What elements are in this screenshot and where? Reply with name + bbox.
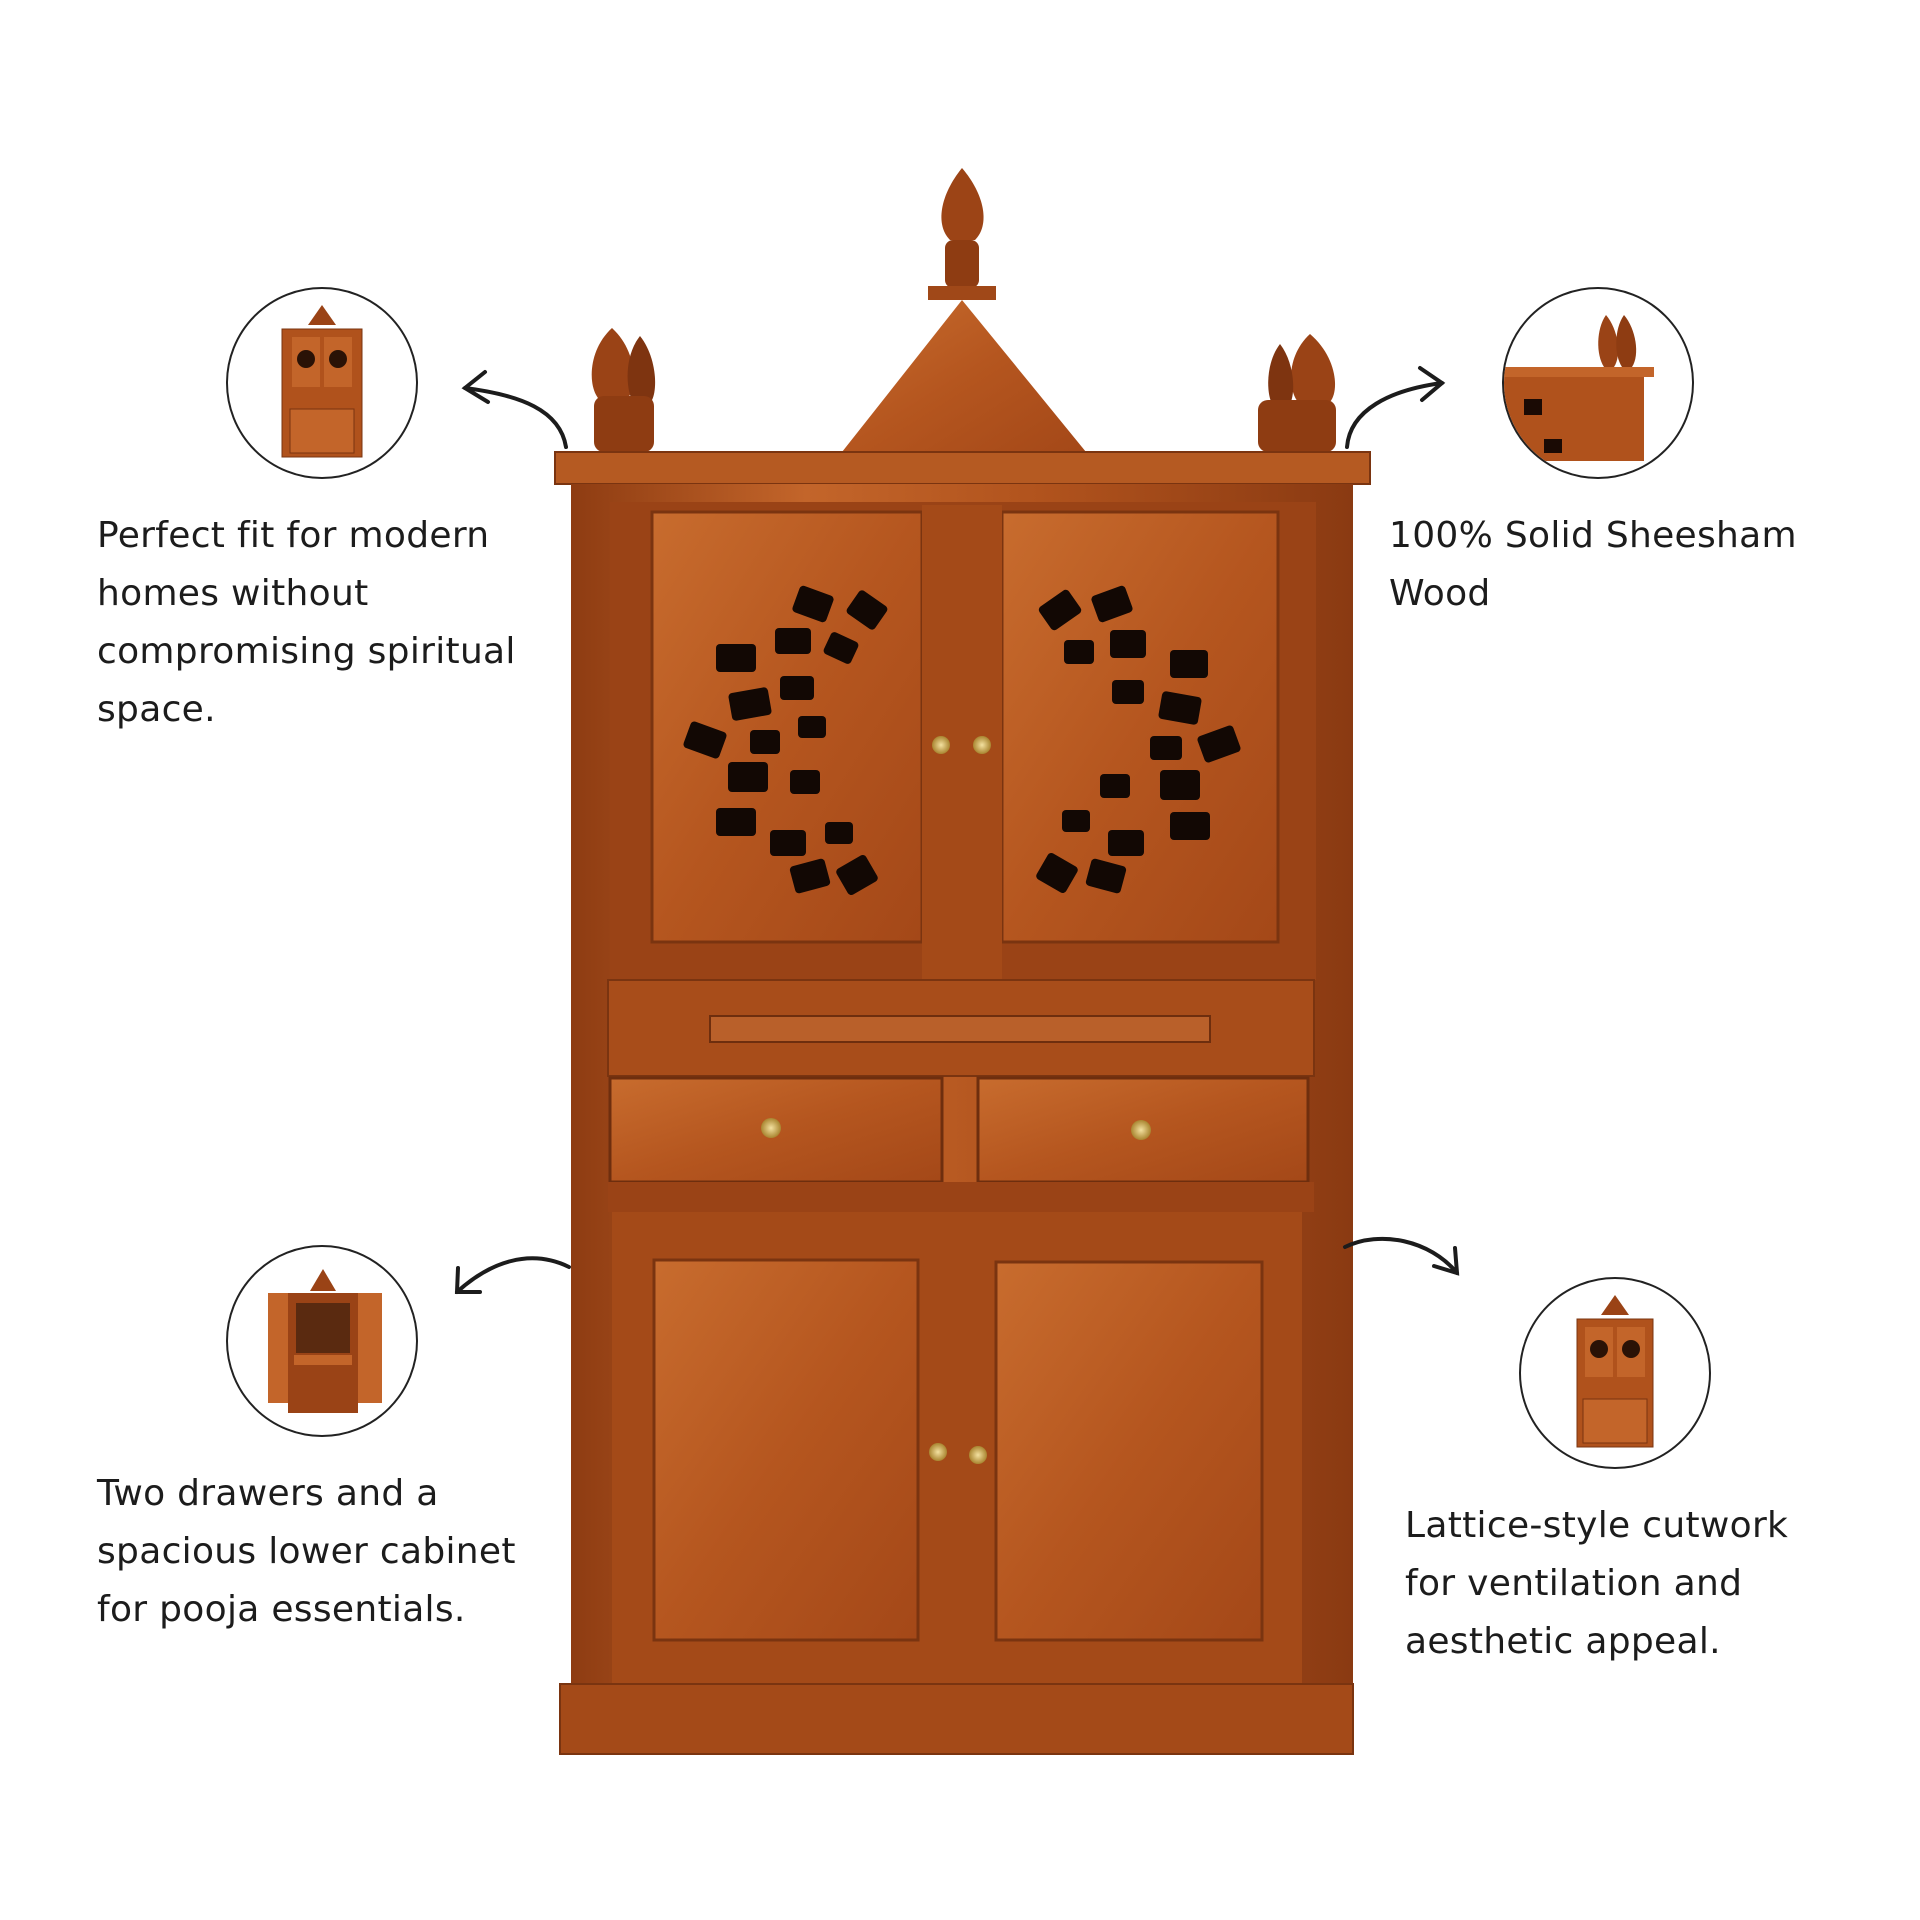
feature-line: aesthetic appeal. — [1405, 1621, 1721, 1662]
top-finial — [842, 168, 1086, 452]
arrow-bottom-left-icon — [454, 1256, 571, 1294]
cabinet-corner-closeup-thumbnail-icon — [1502, 287, 1694, 479]
feature-text-modern-homes: Perfect fit for modern homes without com… — [97, 507, 516, 739]
feature-line: 100% Solid Sheesham — [1389, 515, 1797, 556]
feature-line: Lattice-style cutwork — [1405, 1505, 1789, 1546]
feature-line: for pooja essentials. — [97, 1589, 466, 1630]
feature-text-lattice: Lattice-style cutwork for ventilation an… — [1405, 1497, 1788, 1671]
feature-line: spacious lower cabinet — [97, 1531, 516, 1572]
feature-line: Two drawers and a — [97, 1473, 439, 1514]
cabinet-open-doors-thumbnail-icon — [226, 1245, 418, 1437]
feature-line: for ventilation and — [1405, 1563, 1743, 1604]
feature-line: Wood — [1389, 573, 1491, 614]
feature-text-drawers: Two drawers and a spacious lower cabinet… — [97, 1465, 516, 1639]
lattice-cutwork — [683, 585, 1241, 896]
feature-line: space. — [97, 689, 216, 730]
arrow-bottom-right-icon — [1343, 1236, 1460, 1276]
side-finials — [591, 328, 1336, 452]
arrow-top-left-icon — [461, 370, 568, 449]
feature-line: compromising spiritual — [97, 631, 516, 672]
feature-line: homes without — [97, 573, 369, 614]
feature-line: Perfect fit for modern — [97, 515, 490, 556]
feature-text-solid-wood: 100% Solid Sheesham Wood — [1389, 507, 1797, 623]
arrow-top-right-icon — [1345, 366, 1446, 449]
cabinet-front-thumbnail-icon — [1519, 1277, 1711, 1469]
cabinet-front-thumbnail-icon — [226, 287, 418, 479]
